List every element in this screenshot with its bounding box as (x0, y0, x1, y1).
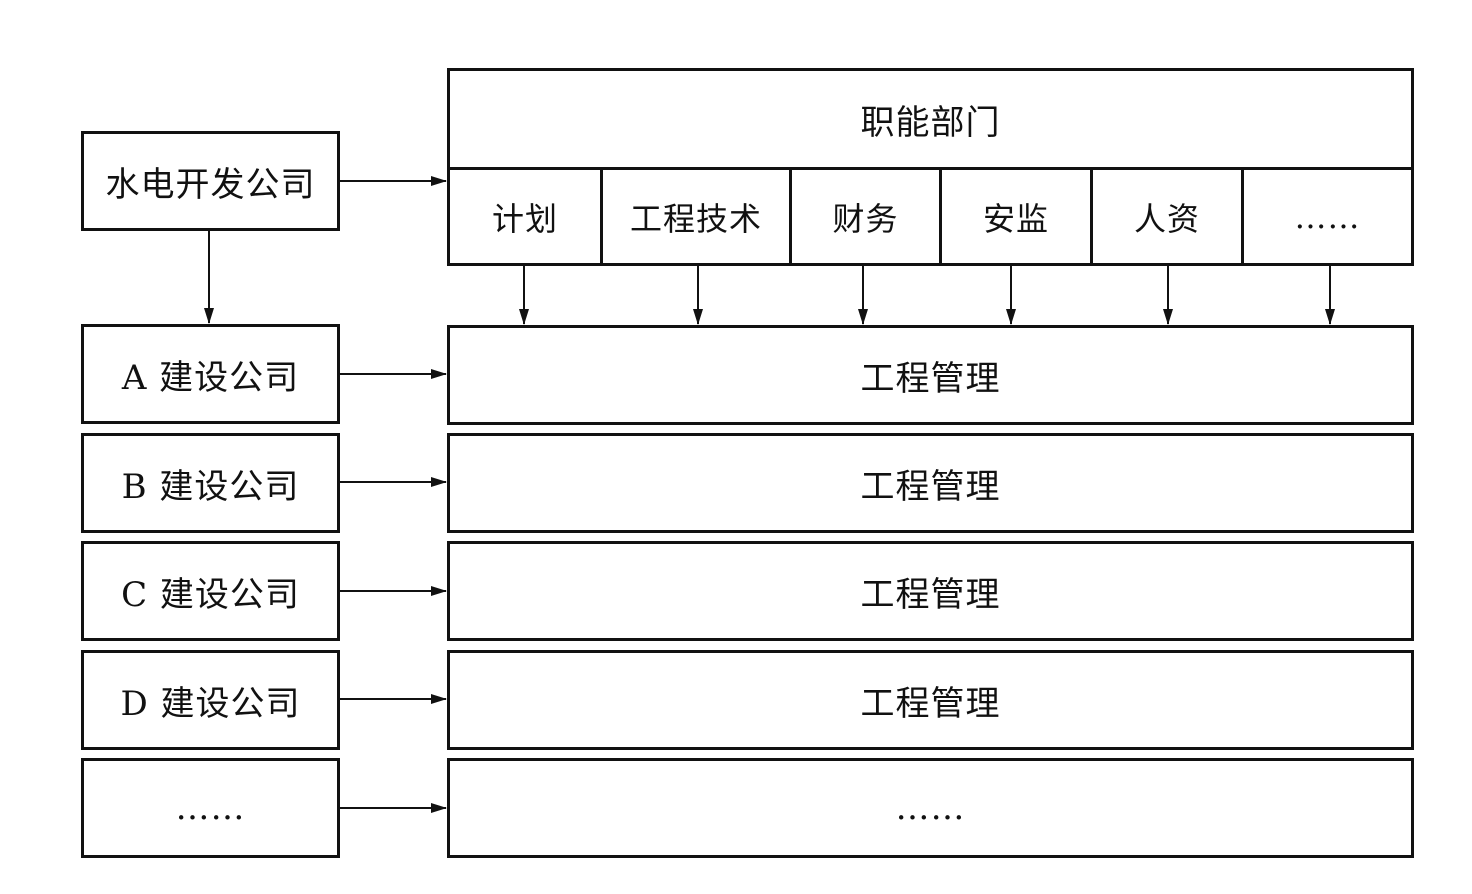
department-cell: 人资 (1133, 199, 1200, 238)
hq-box: 水电开发公司 (81, 131, 340, 231)
management-box-a: 工程管理 (447, 325, 1414, 425)
department-cell: 安监 (982, 199, 1049, 238)
company-box-c: C 建设公司 (81, 541, 340, 641)
company-box-more: …… (81, 758, 340, 858)
functions-title: 职能部门 (860, 102, 1001, 143)
management-box-d: 工程管理 (447, 650, 1414, 750)
department-divider (939, 170, 942, 263)
department-cell: 工程技术 (629, 199, 762, 238)
functions-box: 职能部门 计划 工程技术 财务 安监 人资 …… (447, 68, 1414, 266)
hq-label: 水电开发公司 (105, 164, 316, 205)
department-cell: 计划 (491, 199, 558, 238)
management-box-more: …… (447, 758, 1414, 858)
company-box-b: B 建设公司 (81, 433, 340, 533)
department-cell: 财务 (832, 199, 899, 238)
company-box-d: D 建设公司 (81, 650, 340, 750)
management-box-c: 工程管理 (447, 541, 1414, 641)
management-box-b: 工程管理 (447, 433, 1414, 533)
department-divider (1241, 170, 1244, 263)
department-cell: …… (1294, 197, 1361, 236)
company-box-a: A 建设公司 (81, 324, 340, 424)
department-divider (789, 170, 792, 263)
department-divider (600, 170, 603, 263)
functions-divider (450, 167, 1411, 170)
department-divider (1090, 170, 1093, 263)
